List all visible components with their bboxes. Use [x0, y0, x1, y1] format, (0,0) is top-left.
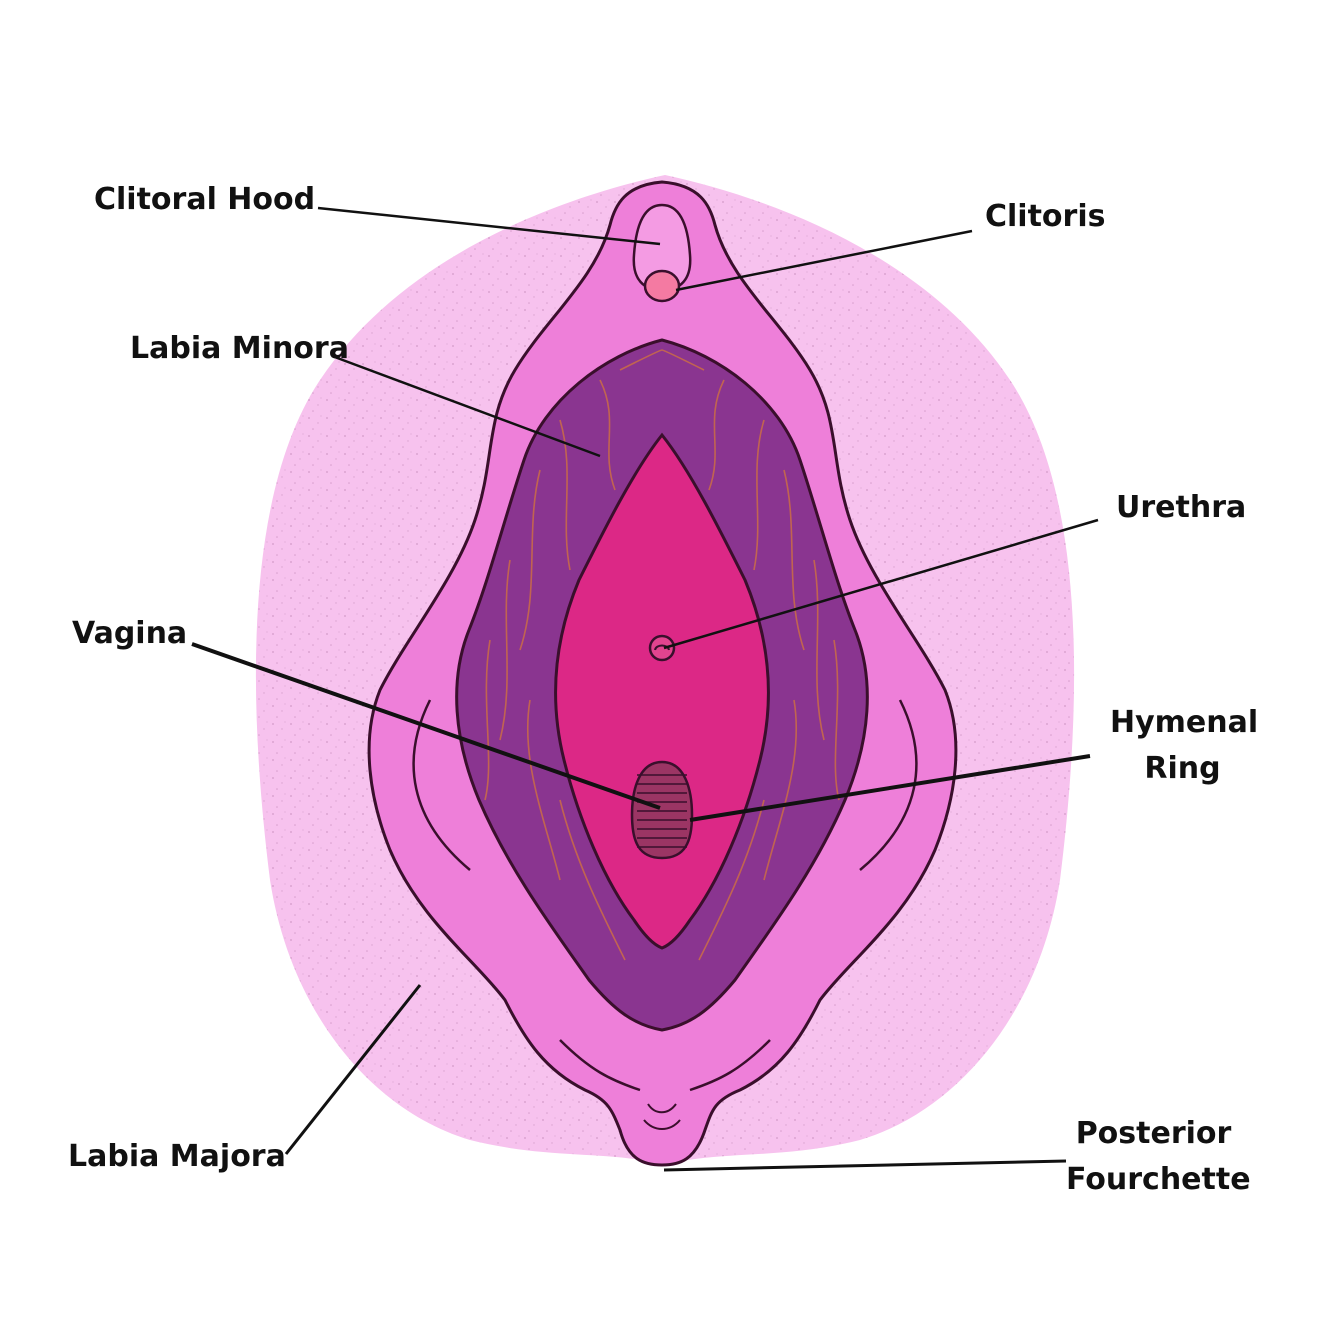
urethra-shape — [650, 636, 674, 660]
label-posterior-fourchette-line1: Posterior — [1066, 1111, 1241, 1157]
hymenal-ring-shape — [632, 762, 692, 858]
label-labia-minora: Labia Minora — [130, 326, 349, 372]
label-clitoris: Clitoris — [985, 194, 1105, 240]
label-hymenal-ring-line1: Hymenal — [1110, 700, 1255, 746]
label-posterior-fourchette: Posterior Fourchette — [1066, 1111, 1241, 1203]
label-hymenal-ring-line2: Ring — [1110, 746, 1255, 792]
clitoris-shape — [645, 271, 679, 301]
leader-posterior-fourchette — [664, 1161, 1066, 1170]
label-vagina: Vagina — [72, 611, 187, 657]
label-urethra: Urethra — [1116, 485, 1246, 531]
label-clitoral-hood: Clitoral Hood — [94, 177, 315, 223]
label-labia-majora: Labia Majora — [68, 1134, 286, 1180]
label-posterior-fourchette-line2: Fourchette — [1066, 1157, 1241, 1203]
label-hymenal-ring: Hymenal Ring — [1110, 700, 1255, 792]
